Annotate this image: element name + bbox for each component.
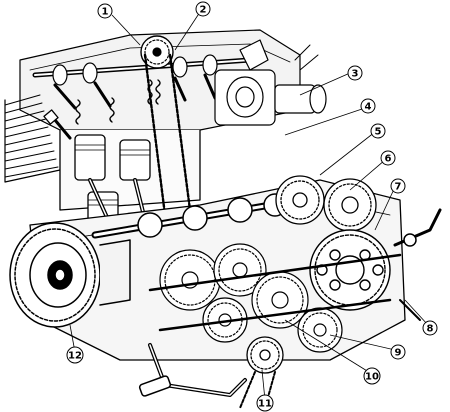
svg-text:7: 7 (395, 182, 402, 193)
callout-7: 7 (390, 178, 406, 194)
primary-gears (275, 175, 377, 232)
cam-chain (143, 53, 192, 217)
svg-text:2: 2 (200, 5, 207, 16)
callout-3: 3 (347, 65, 363, 81)
callout-6: 6 (380, 150, 396, 166)
callout-8: 8 (422, 320, 438, 336)
svg-text:12: 12 (68, 351, 82, 362)
svg-text:3: 3 (352, 69, 359, 80)
engine-line-art (4, 29, 442, 409)
transmission-gears (148, 243, 402, 353)
svg-text:8: 8 (427, 324, 434, 335)
svg-text:10: 10 (365, 372, 379, 383)
svg-text:9: 9 (395, 348, 402, 359)
alternator (9, 222, 131, 328)
clutch-lever-arm (393, 208, 442, 321)
callout-2: 2 (195, 1, 211, 17)
svg-text:1: 1 (102, 7, 109, 18)
callout-leaders (69, 11, 429, 401)
clutch-assembly (309, 229, 391, 311)
callout-9: 9 (390, 344, 406, 360)
shift-lever (138, 343, 247, 397)
callout-markers: 1 2 3 4 5 6 7 8 (66, 1, 438, 412)
cylinder-fins (4, 94, 61, 183)
callout-11: 11 (256, 394, 274, 412)
cylinder-head (19, 29, 301, 131)
callout-10: 10 (363, 367, 381, 385)
callout-4: 4 (360, 98, 376, 114)
callout-5: 5 (370, 123, 386, 139)
carburetor (214, 39, 327, 126)
callout-1: 1 (97, 3, 113, 19)
svg-text:11: 11 (258, 399, 272, 410)
svg-text:4: 4 (365, 102, 372, 113)
cylinders (43, 109, 201, 252)
callout-12: 12 (66, 346, 84, 364)
svg-text:5: 5 (375, 127, 382, 138)
svg-text:6: 6 (385, 154, 392, 165)
